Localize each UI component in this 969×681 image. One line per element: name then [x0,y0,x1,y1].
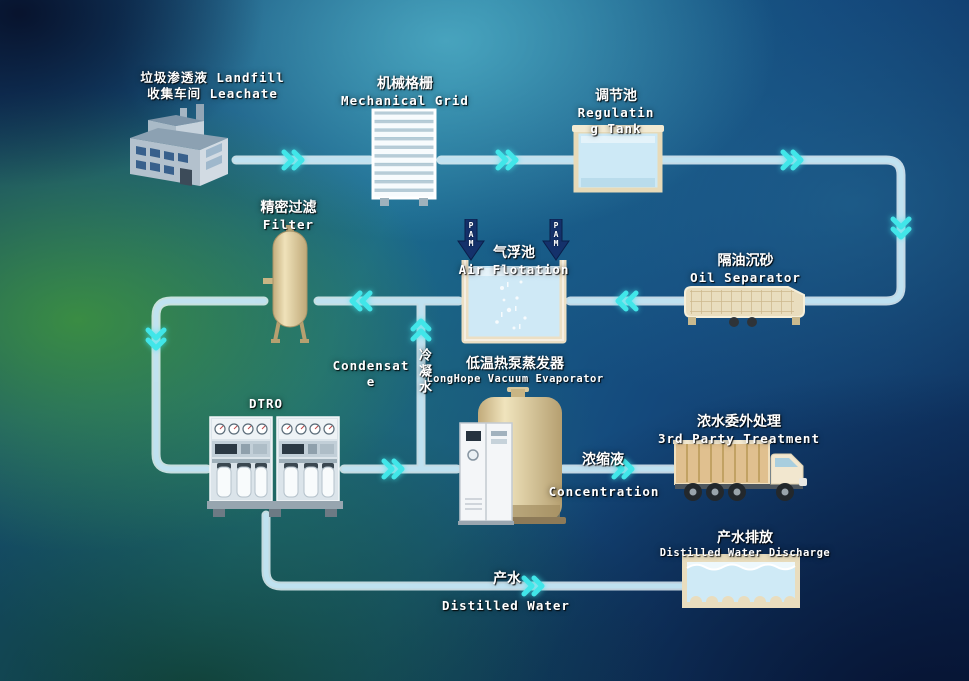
concentration-label-en: Concentration [548,484,660,499]
mechanical-grid-label-zh: 机械格栅 [377,76,433,92]
flow-arrow [890,216,912,240]
truck-icon [671,436,819,506]
third-party-treatment-label: 浓水委外处理 3rd Party Treatment [650,414,828,447]
precision-filter-icon [261,223,319,345]
oil-separator-icon [682,281,808,331]
factory-label-line2: 收集车间 Leachate [147,86,278,101]
vacuum-evaporator-icon [454,387,566,532]
pam-dosing-arrow: PAM [457,219,485,261]
mechanical-grid-icon [368,106,440,208]
flow-arrow [349,290,373,312]
regulating-tank-icon [572,122,664,194]
flow-arrows [145,149,912,597]
distilled-water-label-zh: 产水 [493,571,521,587]
evaporator-label: 低温热泵蒸发器 LongHope Vacuum Evaporator [415,356,615,386]
regulating-tank-label-en1: Regulatin [577,105,655,120]
flow-arrow [410,318,432,342]
oil-separator-label: 隔油沉砂 Oil Separator [678,253,813,286]
flow-arrow [495,149,519,171]
factory-building-icon [118,98,240,190]
dtro-label: DTRO [234,396,298,412]
pam-dosing-arrow: PAM [542,219,570,261]
condensate-label-zh: 冷凝水 [416,348,431,396]
flow-arrow [281,149,305,171]
evaporator-label-zh: 低温热泵蒸发器 [466,356,564,372]
third-party-label-en: 3rd Party Treatment [658,431,820,446]
mechanical-grid-label-en: Mechanical Grid [341,93,469,108]
regulating-tank-label-en2: g Tank [590,121,642,136]
water-discharge-basin-icon [682,554,800,608]
evaporator-label-en: LongHope Vacuum Evaporator [426,373,604,385]
filter-label-en: Filter [262,217,315,232]
filter-label-zh: 精密过滤 [260,200,317,216]
air-flotation-label: 气浮池 Air Flotation [450,245,578,278]
pam-label: PAM [551,221,561,248]
condensate-label-line1: Condensat [332,358,410,373]
regulating-tank-label-zh: 调节池 [595,88,637,104]
dtro-label-en: DTRO [248,396,284,411]
mechanical-grid-label: 机械格栅 Mechanical Grid [335,76,475,109]
condensate-label: Condensat e [330,358,412,390]
oil-separator-label-en: Oil Separator [690,270,801,285]
factory-label: 垃圾渗透液 Landfill 收集车间 Leachate [115,70,310,102]
air-flotation-label-zh: 气浮池 [493,245,535,261]
water-discharge-label: 产水排放 Distilled Water Discharge [655,530,835,560]
flow-arrow [780,149,804,171]
factory-label-line1: 垃圾渗透液 Landfill [140,70,285,85]
flow-arrow [521,575,545,597]
third-party-label-zh: 浓水委外处理 [697,414,781,430]
air-flotation-label-en: Air Flotation [458,262,570,277]
flow-arrow [615,290,639,312]
flow-arrow [611,458,635,480]
air-flotation-tank-icon [457,248,571,348]
oil-separator-label-zh: 隔油沉砂 [717,253,774,269]
regulating-tank-label: 调节池 Regulatin g Tank [572,88,660,137]
condensate-label-line2: e [366,374,376,389]
distilled-water-label-en: Distilled Water [442,598,570,613]
water-discharge-label-zh: 产水排放 [717,530,773,546]
concentration-label-zh: 浓缩液 [582,452,624,468]
filter-label: 精密过滤 Filter [246,200,331,233]
flow-arrow [145,327,167,351]
dtro-membrane-unit-icon [205,412,345,520]
pam-label: PAM [466,221,476,248]
flow-arrow [381,458,405,480]
water-discharge-label-en: Distilled Water Discharge [659,547,831,559]
